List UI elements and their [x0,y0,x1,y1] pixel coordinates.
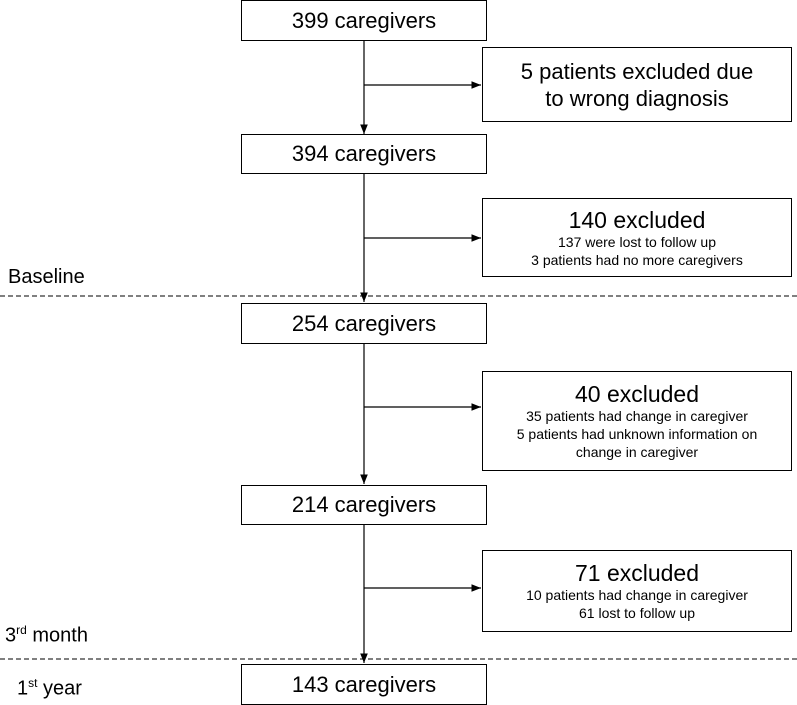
exclusion-title: 40 excluded [574,381,700,407]
exclusion-140: 140 excluded 137 were lost to follow up … [482,198,792,277]
phase-word: month [26,624,88,647]
exclusion-71: 71 excluded 10 patients had change in ca… [482,550,792,632]
exclusion-title: 140 excluded [568,206,706,233]
exclusion-reason: 137 were lost to follow up [558,233,716,250]
box-254-caregivers: 254 caregivers [241,303,487,344]
exclusion-reason: 35 patients had change in caregiver [526,408,748,424]
phase-label-first-year: 1st year [17,676,82,701]
box-399-caregivers: 399 caregivers [241,0,487,41]
box-394-caregivers: 394 caregivers [241,134,487,174]
phase-label-third-month: 3rd month [5,623,88,648]
exclusion-reason: 5 patients had unknown information on [516,426,758,442]
exclusion-wrong-diagnosis: 5 patients excluded due to wrong diagnos… [482,47,792,122]
exclusion-reason: 61 lost to follow up [579,605,695,621]
phase-number: 3 [5,624,17,647]
exclusion-line-2: to wrong diagnosis [545,85,729,111]
phase-word: year [37,677,82,700]
exclusion-40: 40 excluded 35 patients had change in ca… [482,371,792,471]
ordinal-suffix: st [28,676,38,690]
exclusion-reason: 3 patients had no more caregivers [531,251,743,268]
exclusion-line-1: 5 patients excluded due [520,58,754,84]
exclusion-reason: 10 patients had change in caregiver [526,587,748,603]
ordinal-suffix: rd [16,623,27,637]
phase-number: 1 [17,677,29,700]
exclusion-reason: change in caregiver [575,444,699,460]
phase-label-baseline: Baseline [8,266,85,288]
box-143-caregivers: 143 caregivers [241,664,487,705]
box-214-caregivers: 214 caregivers [241,485,487,525]
exclusion-title: 71 excluded [574,560,700,586]
